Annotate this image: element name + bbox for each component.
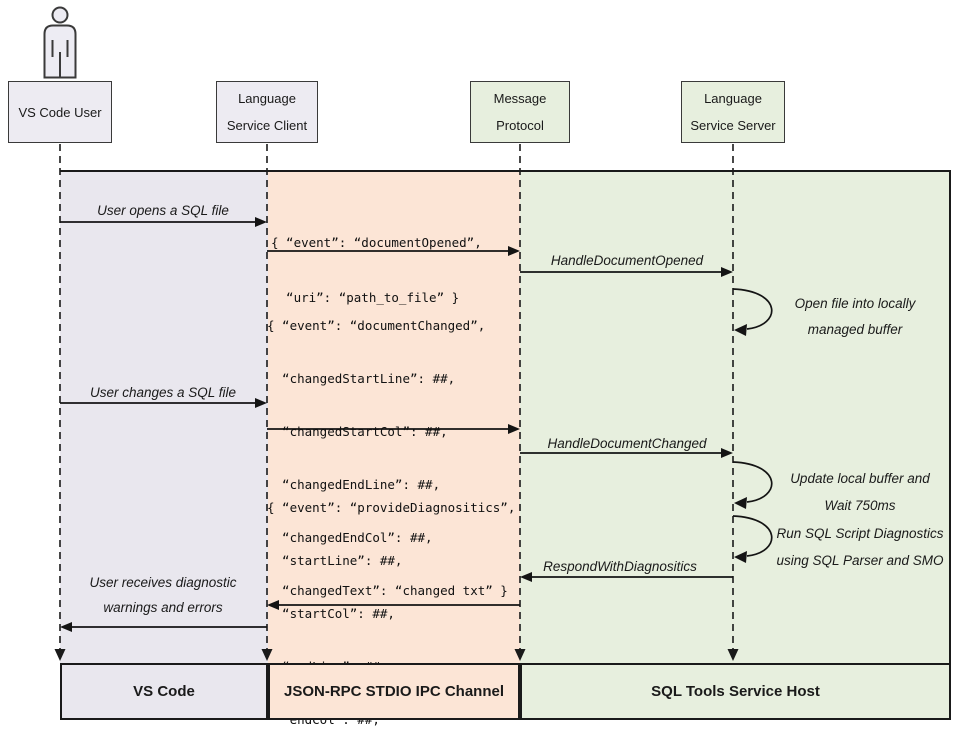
label-user-opens-file: User opens a SQL file	[97, 203, 229, 218]
message-arrowheads	[60, 217, 733, 632]
header-label: Message	[493, 91, 547, 106]
footer-vscode: VS Code	[60, 663, 268, 720]
label-user-receives-line1: User receives diagnostic	[89, 575, 237, 590]
lane-ipc-channel	[268, 172, 520, 720]
loop-label-update-buffer: Update local buffer and Wait 750ms	[760, 465, 960, 519]
loop-label-line: Run SQL Script Diagnostics	[776, 526, 944, 541]
loop-label-open-buffer: Open file into locally managed buffer	[757, 291, 953, 343]
lane-vscode	[60, 172, 268, 720]
footer-label: SQL Tools Service Host	[651, 683, 820, 700]
lifeline-end-arrowheads	[54, 649, 739, 661]
payload-line: “changedStartLine”: ##,	[267, 371, 456, 386]
loop-label-line: using SQL Parser and SMO	[776, 553, 944, 568]
lifelines	[59, 144, 734, 649]
payload-document-changed: { “event”: “documentChanged”, “changedSt…	[267, 284, 508, 632]
header-label: Language	[238, 91, 296, 106]
label-handle-document-opened: HandleDocumentOpened	[550, 253, 704, 268]
payload-line: “changedEndCol”: ##,	[267, 530, 433, 545]
loop-update-buffer-arc	[732, 461, 773, 503]
self-loop-arrowheads	[734, 324, 747, 563]
loop-label-line: managed buffer	[807, 322, 903, 337]
payload-line: { “event”: “documentOpened”,	[271, 235, 482, 250]
label-respond-with-diagnostics: RespondWithDiagnositics	[543, 559, 697, 574]
payload-line: “startCol”: ##,	[267, 606, 395, 621]
header-language-service-client: Language Service Client	[216, 81, 318, 143]
footer-label: VS Code	[133, 683, 195, 700]
actor-person-icon	[43, 6, 77, 79]
payload-line: { “event”: “documentChanged”,	[267, 318, 486, 333]
header-label: Service Server	[690, 118, 776, 133]
loop-label-line: Open file into locally	[794, 296, 916, 311]
header-label: Language	[704, 91, 762, 106]
payload-line: “changedText”: “changed txt” }	[267, 583, 508, 598]
header-language-service-server: Language Service Server	[681, 81, 785, 143]
swimlane-region	[60, 170, 951, 720]
header-vscode-user: VS Code User	[8, 81, 112, 143]
header-label: VS Code User	[18, 104, 102, 120]
lane-service-host	[520, 172, 949, 720]
loop-label-line: Wait 750ms	[824, 498, 896, 513]
payload-line: “changedEndLine”: ##,	[267, 477, 441, 492]
loop-open-buffer-arc	[732, 288, 773, 330]
header-label: Service Client	[226, 118, 308, 133]
label-handle-document-changed: HandleDocumentChanged	[547, 436, 707, 451]
payload-line: “startLine”: ##,	[267, 553, 403, 568]
payload-line: { “event”: “provideDiagnositics”,	[267, 500, 516, 515]
loop-label-line: Update local buffer and	[790, 471, 930, 486]
footer-ipc-channel: JSON-RPC STDIO IPC Channel	[268, 663, 520, 720]
footer-label: JSON-RPC STDIO IPC Channel	[283, 683, 505, 700]
loop-run-diagnostics-arc	[732, 515, 773, 557]
payload-document-opened: { “event”: “documentOpened”, “uri”: “pat…	[271, 200, 482, 340]
payload-line: “changedStartCol”: ##,	[267, 424, 448, 439]
label-user-receives-line2: warnings and errors	[103, 600, 223, 615]
label-user-changes-file: User changes a SQL file	[89, 385, 237, 400]
footer-service-host: SQL Tools Service Host	[520, 663, 951, 720]
header-message-protocol: Message Protocol	[470, 81, 570, 143]
header-label: Protocol	[496, 118, 544, 133]
message-arrow-lines	[60, 221, 733, 628]
self-loop-arcs	[732, 288, 773, 557]
loop-label-run-diagnostics: Run SQL Script Diagnostics using SQL Par…	[758, 520, 962, 574]
payload-line: “uri”: “path_to_file” }	[271, 290, 460, 305]
